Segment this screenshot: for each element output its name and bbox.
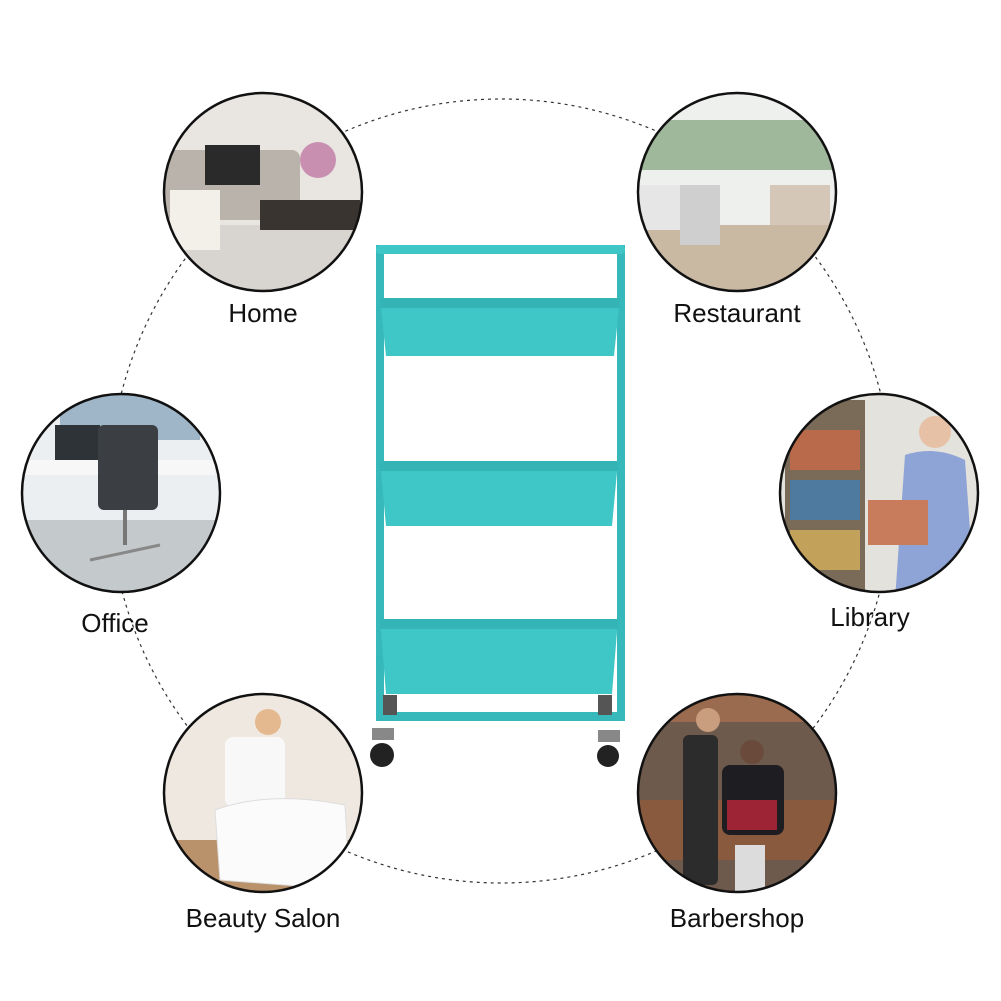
office-photo [22, 394, 220, 592]
home-photo [164, 93, 362, 291]
teal-rolling-cart [370, 245, 625, 767]
label-barbershop: Barbershop [669, 903, 805, 933]
label-library: Library [830, 602, 910, 632]
label-home: Home [228, 298, 298, 328]
label-office: Office [81, 608, 149, 638]
barbershop-photo [638, 694, 836, 892]
label-beauty-salon: Beauty Salon [185, 903, 341, 933]
label-restaurant: Restaurant [673, 298, 801, 328]
